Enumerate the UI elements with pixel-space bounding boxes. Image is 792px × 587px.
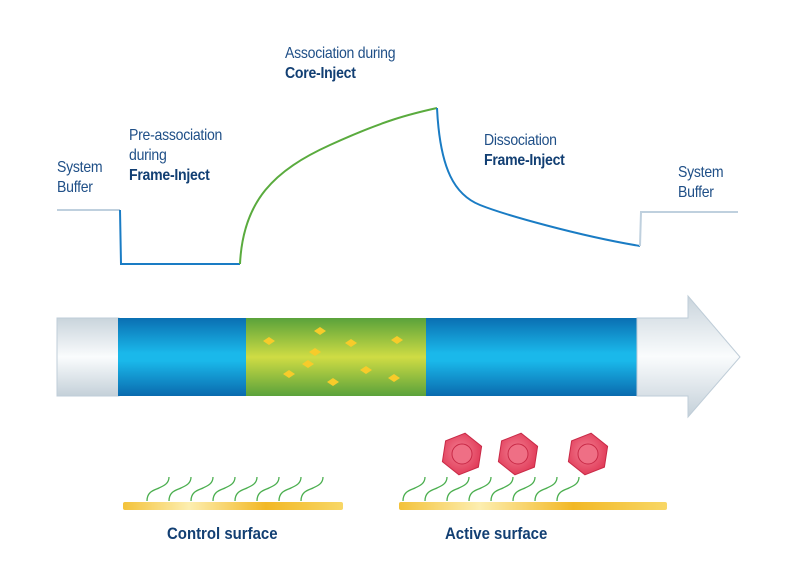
association-curve	[239, 107, 438, 265]
caption-active-surface: Active surface	[445, 524, 548, 543]
label-bold: Frame-Inject	[129, 167, 210, 184]
label-line: Buffer	[57, 179, 93, 196]
ligand-strand	[146, 476, 170, 502]
ligand-strand	[424, 476, 448, 502]
ligand-strand	[556, 476, 580, 502]
analyte-hexagon	[441, 432, 483, 476]
analyte-particle	[263, 337, 275, 345]
ligand-strand	[234, 476, 258, 502]
tube-arrow-head	[636, 294, 741, 419]
active-surface-group	[399, 432, 667, 510]
ligand-strand	[190, 476, 214, 502]
dissociation-curve	[436, 107, 641, 247]
label-line: Association during	[285, 45, 396, 62]
analyte-particle	[314, 327, 326, 335]
ligand-strand	[256, 476, 280, 502]
tube-frame-inject-right	[426, 318, 637, 396]
label-line: Pre-association	[129, 127, 223, 144]
analyte-particle	[283, 370, 295, 378]
tube-frame-inject-left	[118, 318, 246, 396]
ligand-strand	[278, 476, 302, 502]
label-dissociation: Dissociation Frame-Inject	[484, 131, 565, 171]
label-pre-association: Pre-association during Frame-Inject	[129, 126, 222, 186]
label-system-buffer-left: System Buffer	[57, 158, 103, 198]
label-association: Association during Core-Inject	[285, 44, 396, 84]
flow-tube	[56, 294, 741, 419]
label-line: Dissociation	[484, 132, 557, 149]
active-ligands	[402, 476, 580, 502]
label-bold: Core-Inject	[285, 65, 356, 82]
analyte-particle	[388, 374, 400, 382]
bound-analytes	[441, 432, 609, 476]
analyte-particles	[263, 327, 403, 386]
tube-buffer-left	[56, 317, 120, 397]
ligand-strand	[212, 476, 236, 502]
ligand-strand	[168, 476, 192, 502]
ligand-strand	[446, 476, 470, 502]
analyte-particle	[327, 378, 339, 386]
ligand-strand	[490, 476, 514, 502]
label-line: Buffer	[678, 184, 714, 201]
label-system-buffer-right: System Buffer	[678, 163, 724, 203]
baseline-right	[639, 211, 738, 247]
analyte-hexagon	[567, 432, 609, 476]
sensorgram	[57, 107, 738, 265]
label-line: during	[129, 147, 167, 164]
analyte-particle	[391, 336, 403, 344]
label-line: System	[678, 164, 724, 181]
analyte-particle	[309, 348, 321, 356]
caption-control-surface: Control surface	[167, 524, 278, 543]
analyte-particle	[302, 360, 314, 368]
analyte-particle	[360, 366, 372, 374]
ligand-strand	[402, 476, 426, 502]
label-bold: Frame-Inject	[484, 152, 565, 169]
analyte-hexagon	[497, 432, 539, 476]
active-surface	[399, 502, 667, 510]
analyte-particle	[345, 339, 357, 347]
ligand-strand	[468, 476, 492, 502]
ligand-strand	[512, 476, 536, 502]
label-line: System	[57, 159, 103, 176]
control-surface-group	[123, 476, 343, 510]
ligand-strand	[534, 476, 558, 502]
pre-association-line	[119, 209, 240, 265]
control-surface	[123, 502, 343, 510]
tube-core-inject	[246, 318, 426, 396]
ligand-strand	[300, 476, 324, 502]
control-ligands	[146, 476, 324, 502]
